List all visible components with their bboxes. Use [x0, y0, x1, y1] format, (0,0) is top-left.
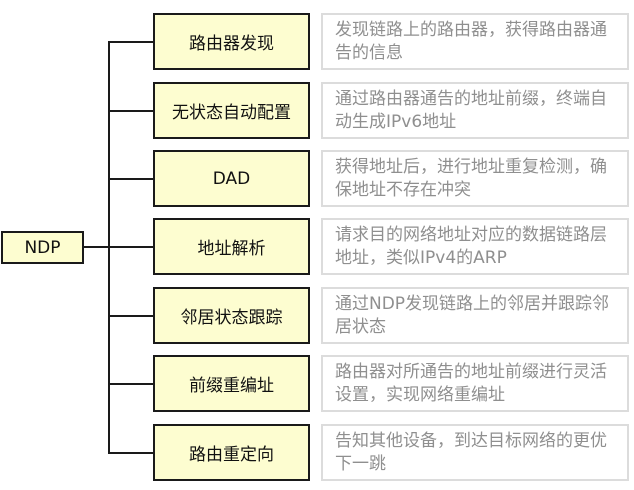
feature-label: 路由重定向 — [189, 445, 274, 465]
feature-node-dad: DAD — [153, 150, 310, 207]
feature-description-stateless-autoconfig: 通过路由器通告的地址前缀，终端自动生成IPv6地址 — [321, 82, 629, 139]
feature-node-stateless-autoconfig: 无状态自动配置 — [153, 82, 310, 139]
feature-description-prefix-renumbering: 路由器对所通告的地址前缀进行灵活设置，实现网络重编址 — [321, 355, 629, 412]
root-connector — [84, 246, 109, 248]
branch-connector — [108, 452, 153, 454]
feature-node-router-discovery: 路由器发现 — [153, 13, 310, 70]
branch-connector — [108, 383, 153, 385]
feature-label: DAD — [212, 168, 251, 189]
feature-label: 路由器发现 — [189, 34, 274, 54]
feature-description-route-redirect: 告知其他设备，到达目标网络的更优下一跳 — [321, 424, 629, 481]
root-node-label: NDP — [24, 237, 61, 258]
feature-node-route-redirect: 路由重定向 — [153, 424, 310, 481]
feature-label: 邻居状态跟踪 — [180, 308, 283, 328]
description-text: 通过路由器通告的地址前缀，终端自动生成IPv6地址 — [335, 88, 607, 132]
branch-connector — [108, 110, 153, 112]
description-text: 通过NDP发现链路上的邻居并跟踪邻居状态 — [335, 293, 610, 337]
branch-connector — [108, 178, 153, 180]
branch-connector — [108, 41, 153, 43]
feature-description-address-resolution: 请求目的网络地址对应的数据链路层地址，类似IPv4的ARP — [321, 218, 629, 275]
description-text: 发现链路上的路由器，获得路由器通告的信息 — [335, 19, 607, 63]
root-node-ndp: NDP — [1, 231, 84, 264]
branch-connector — [108, 315, 153, 317]
description-text: 告知其他设备，到达目标网络的更优下一跳 — [335, 430, 607, 474]
description-text: 获得地址后，进行地址重复检测，确保地址不存在冲突 — [335, 156, 607, 200]
feature-node-prefix-renumbering: 前缀重编址 — [153, 355, 310, 412]
branch-connector — [108, 246, 153, 248]
feature-node-neighbor-tracking: 邻居状态跟踪 — [153, 287, 310, 344]
feature-description-router-discovery: 发现链路上的路由器，获得路由器通告的信息 — [321, 13, 629, 70]
feature-description-neighbor-tracking: 通过NDP发现链路上的邻居并跟踪邻居状态 — [321, 287, 629, 344]
feature-description-dad: 获得地址后，进行地址重复检测，确保地址不存在冲突 — [321, 150, 629, 207]
description-text: 请求目的网络地址对应的数据链路层地址，类似IPv4的ARP — [335, 224, 607, 268]
feature-label: 地址解析 — [197, 239, 266, 259]
feature-node-address-resolution: 地址解析 — [153, 218, 310, 275]
description-text: 路由器对所通告的地址前缀进行灵活设置，实现网络重编址 — [335, 361, 607, 405]
feature-label: 无状态自动配置 — [172, 103, 291, 123]
feature-label: 前缀重编址 — [189, 376, 274, 396]
